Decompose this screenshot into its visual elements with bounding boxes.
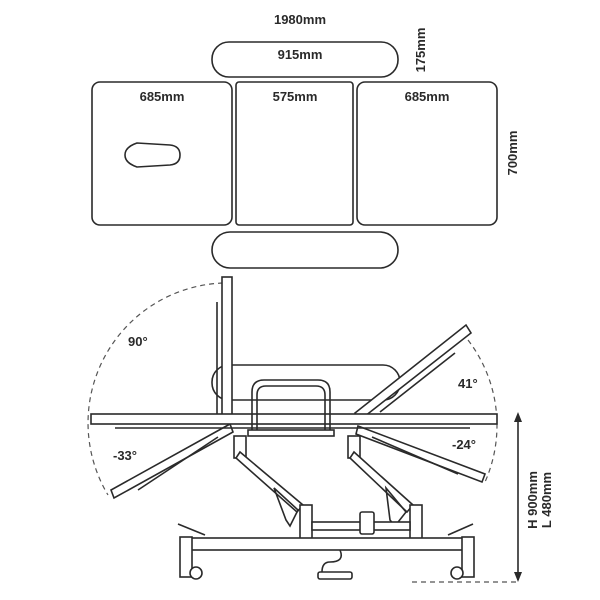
base-frame xyxy=(189,537,466,551)
foot-angle-arc xyxy=(467,339,498,483)
left-lift-arm xyxy=(234,450,305,514)
foot-section xyxy=(356,81,498,226)
foot-switch xyxy=(317,571,353,580)
max-height-label: H 900mm xyxy=(525,471,540,529)
min-height-label: L 480mm xyxy=(539,472,554,528)
footrest-lowered xyxy=(355,424,487,484)
left-caster-housing xyxy=(179,536,193,578)
head-section-label: 685mm xyxy=(140,89,185,104)
overall-length-label: 1980mm xyxy=(274,12,326,27)
middle-section-label: 575mm xyxy=(273,89,318,104)
top-armrest xyxy=(211,41,399,78)
armrest-length-label: 915mm xyxy=(278,47,323,62)
head-section xyxy=(91,81,233,226)
back-up-angle-label: 90° xyxy=(128,334,148,349)
foot-down-angle-label: -24° xyxy=(452,437,476,452)
back-angle-arc xyxy=(87,282,233,496)
left-wheel xyxy=(189,566,203,580)
backrest-lowered xyxy=(110,422,234,500)
back-down-angle-label: -33° xyxy=(113,448,137,463)
handle xyxy=(251,379,331,435)
left-brake-pedal xyxy=(177,523,206,536)
table-width-label: 700mm xyxy=(505,131,520,176)
right-lift-arm xyxy=(348,450,415,514)
right-brake-pedal xyxy=(447,523,474,536)
backrest-raised xyxy=(221,276,233,416)
motor xyxy=(359,511,375,535)
bottom-armrest xyxy=(211,231,399,269)
side-armrest xyxy=(211,364,401,401)
face-hole xyxy=(124,142,181,168)
foot-switch-cable xyxy=(321,549,343,573)
armrest-width-label: 175mm xyxy=(413,28,428,73)
right-wheel xyxy=(450,566,464,580)
table-top-flat xyxy=(90,413,498,425)
foot-up-angle-label: 41° xyxy=(458,376,478,391)
right-caster-housing xyxy=(461,536,475,578)
foot-section-label: 685mm xyxy=(405,89,450,104)
middle-section xyxy=(235,81,354,226)
